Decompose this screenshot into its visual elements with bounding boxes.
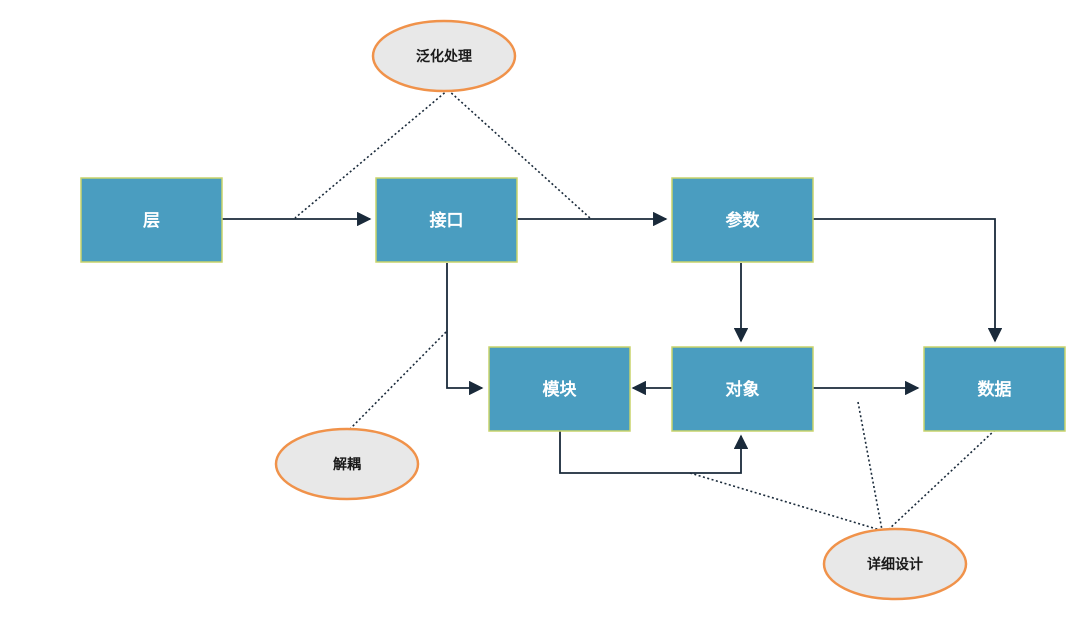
annotation-jieou-oval bbox=[274, 427, 420, 501]
annotation-jieou: 解耦 bbox=[274, 427, 420, 501]
node-ceng-label: 层 bbox=[143, 211, 160, 231]
jieou-link bbox=[348, 331, 447, 431]
node-shuju: 数据 bbox=[923, 346, 1066, 432]
xiangxi-link-modules bbox=[689, 472, 881, 531]
node-shuju-box bbox=[923, 346, 1066, 432]
annotation-lines bbox=[294, 89, 996, 531]
annotation-xiangxi: 详细设计 bbox=[822, 527, 968, 601]
node-mokuai-label: 模块 bbox=[543, 379, 578, 400]
node-canshu-label: 参数 bbox=[726, 210, 761, 231]
connectors bbox=[222, 211, 1003, 474]
annotation-xiangxi-oval bbox=[822, 527, 968, 601]
node-jiekou-box bbox=[375, 177, 518, 263]
annotation-fanhua-label: 泛化处理 bbox=[416, 48, 472, 65]
node-jiekou-label: 接口 bbox=[430, 210, 464, 231]
node-shuju-label: 数据 bbox=[978, 379, 1012, 400]
node-canshu: 参数 bbox=[671, 177, 814, 263]
node-ceng: 层 bbox=[80, 177, 223, 263]
annotation-xiangxi-label: 详细设计 bbox=[867, 556, 923, 573]
xiangxi-link-objects bbox=[857, 401, 883, 531]
arrow-canshu-to-shuju bbox=[813, 218, 1003, 343]
arrow-jiekou-to-mokuai bbox=[446, 263, 484, 396]
node-mokuai-box bbox=[488, 346, 631, 432]
node-duixiang-box bbox=[671, 346, 814, 432]
node-duixiang: 对象 bbox=[671, 346, 814, 432]
annotation-fanhua: 泛化处理 bbox=[371, 19, 517, 93]
annotation-jieou-label: 解耦 bbox=[333, 456, 361, 473]
fanhua-link-left bbox=[294, 89, 449, 219]
node-mokuai: 模块 bbox=[488, 346, 631, 432]
arrow-mokuai-to-duixiang bbox=[559, 431, 749, 474]
node-ceng-box bbox=[80, 177, 223, 263]
node-canshu-box bbox=[671, 177, 814, 263]
node-duixiang-label: 对象 bbox=[726, 379, 760, 400]
node-jiekou: 接口 bbox=[375, 177, 518, 263]
xiangxi-link-data bbox=[887, 429, 996, 531]
fanhua-link-right bbox=[447, 89, 591, 219]
annotation-fanhua-oval bbox=[371, 19, 517, 93]
